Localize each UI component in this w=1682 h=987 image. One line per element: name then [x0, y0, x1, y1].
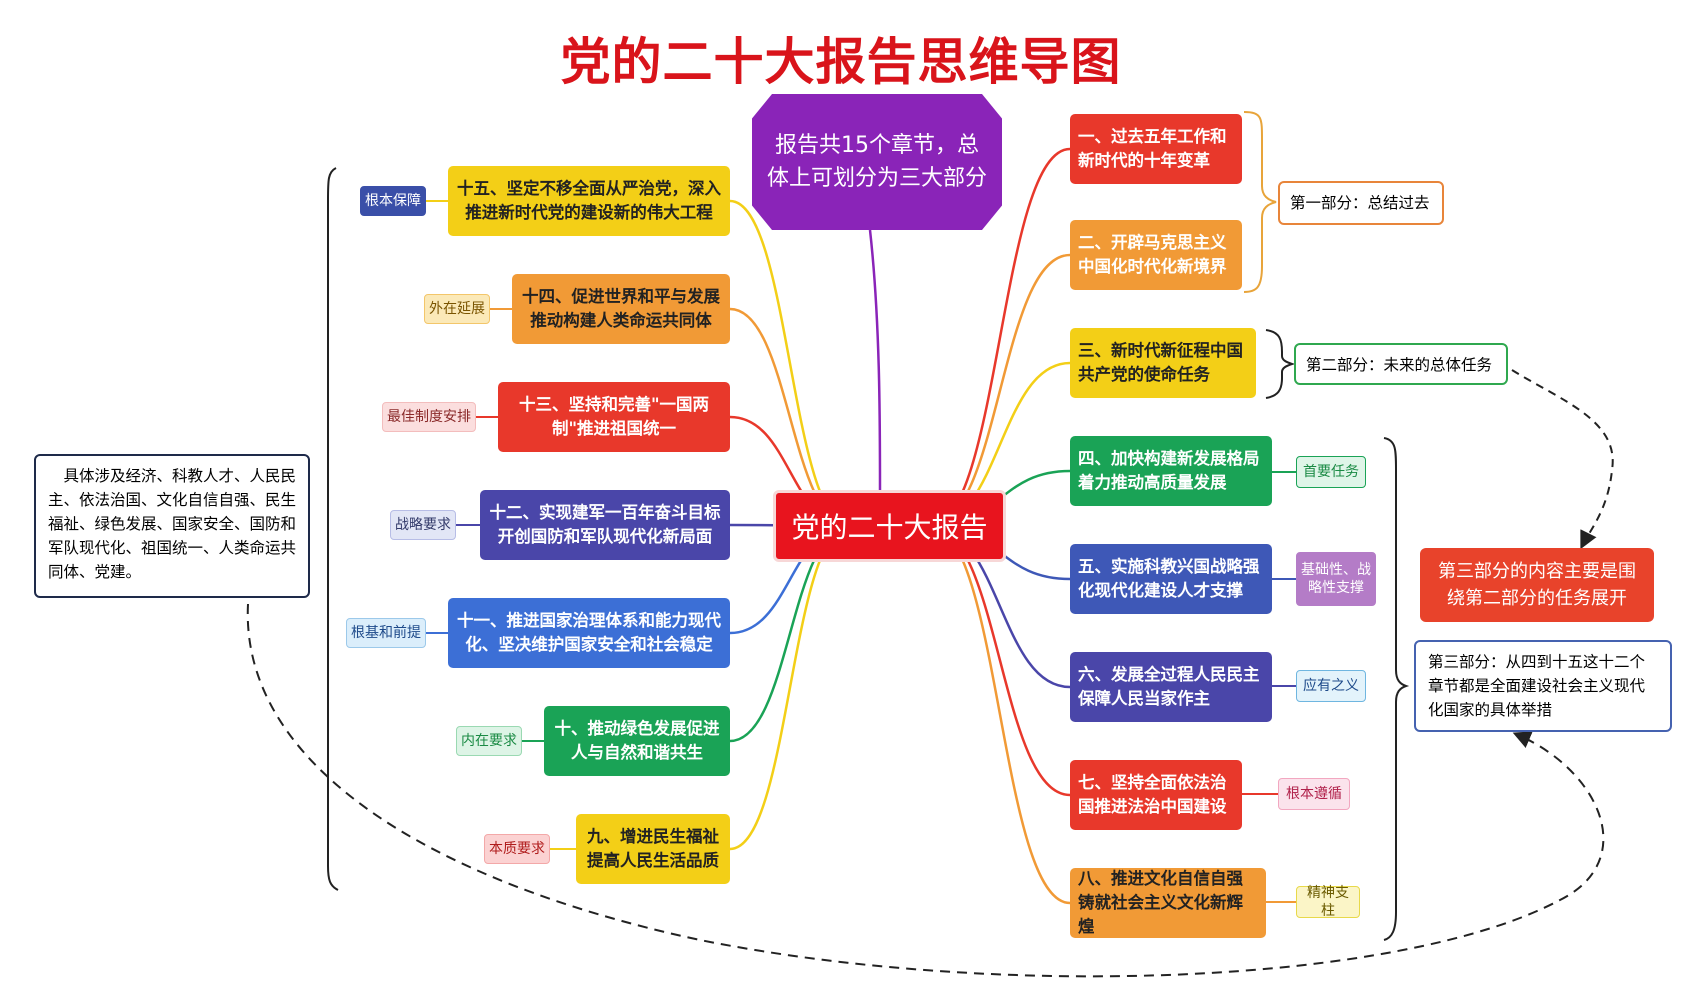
part2-brace [1265, 329, 1296, 399]
chapter-tag-8: 精神支柱 [1296, 885, 1360, 919]
part2-to-part3-arrow [1511, 369, 1614, 550]
chapter-node-7: 七、坚持全面依法治国推进法治中国建设 [1070, 760, 1242, 830]
branch-line-9 [729, 524, 851, 851]
part1-brace [1243, 111, 1277, 293]
chapter-node-1: 一、过去五年工作和新时代的十年变革 [1070, 114, 1242, 184]
chapter-tag-6: 应有之义 [1296, 670, 1366, 702]
chapter-node-2: 二、开辟马克思主义中国化时代化新境界 [1070, 220, 1242, 290]
chapter-tag-10: 内在要求 [456, 726, 522, 756]
chapter-node-13: 十三、坚持和完善"一国两制"推进祖国统一 [498, 382, 730, 452]
summary-connector [868, 229, 882, 491]
branch-line-2 [929, 253, 1071, 528]
chapter-node-10: 十、推动绿色发展促进人与自然和谐共生 [544, 706, 730, 776]
chapter-node-5: 五、实施科教兴国战略强化现代化建设人才支撑 [1070, 544, 1272, 614]
branch-line-8 [929, 524, 1071, 905]
left-note-to-part3-arrow [246, 603, 1605, 978]
chapter-node-4: 四、加快构建新发展格局着力推动高质量发展 [1070, 436, 1272, 506]
chapter-node-9: 九、增进民生福祉提高人民生活品质 [576, 814, 730, 884]
chapter-tag-13: 最佳制度安排 [382, 402, 476, 432]
chapter-tag-7: 根本遵循 [1278, 778, 1350, 810]
chapter-node-15: 十五、坚定不移全面从严治党，深入推进新时代党的建设新的伟大工程 [448, 166, 730, 236]
chapter-tag-14: 外在延展 [424, 294, 490, 324]
chapter-node-14: 十四、促进世界和平与发展推动构建人类命运共同体 [512, 274, 730, 344]
part3-main-box: 第三部分的内容主要是围绕第二部分的任务展开 [1420, 548, 1654, 622]
chapter-tag-9: 本质要求 [484, 834, 550, 864]
chapter-tag-5: 基础性、战略性支撑 [1296, 552, 1376, 606]
center-node: 党的二十大报告 [773, 490, 1006, 562]
part2-box: 第二部分：未来的总体任务 [1294, 343, 1508, 385]
chapter-node-3: 三、新时代新征程中国共产党的使命任务 [1070, 328, 1256, 398]
chapter-node-12: 十二、实现建军一百年奋斗目标开创国防和军队现代化新局面 [480, 490, 730, 560]
chapter-tag-11: 根基和前提 [346, 618, 426, 648]
left-bracket [327, 167, 339, 891]
chapter-tag-15: 根本保障 [360, 186, 426, 216]
part3-bracket [1383, 437, 1410, 941]
branch-line-15 [729, 199, 851, 528]
part1-box: 第一部分：总结过去 [1278, 181, 1444, 225]
chapter-node-11: 十一、推进国家治理体系和能力现代化、坚决维护国家安全和社会稳定 [448, 598, 730, 668]
chapter-node-6: 六、发展全过程人民民主保障人民当家作主 [1070, 652, 1272, 722]
branch-line-7 [929, 524, 1071, 797]
chapter-tag-4: 首要任务 [1296, 456, 1366, 488]
left-note-box: 具体涉及经济、科教人才、人民民主、依法治国、文化自信自强、民生福祉、绿色发展、国… [34, 454, 310, 598]
summary-hexagon: 报告共15个章节，总体上可划分为三大部分 [752, 94, 1002, 230]
summary-text: 报告共15个章节，总体上可划分为三大部分 [767, 133, 988, 191]
page-title: 党的二十大报告思维导图 [560, 33, 1122, 91]
part3-detail-box: 第三部分：从四到十五这十二个章节都是全面建设社会主义现代化国家的具体举措 [1414, 640, 1672, 732]
chapter-node-8: 八、推进文化自信自强铸就社会主义文化新辉煌 [1070, 868, 1266, 938]
chapter-tag-12: 战略要求 [390, 510, 456, 540]
